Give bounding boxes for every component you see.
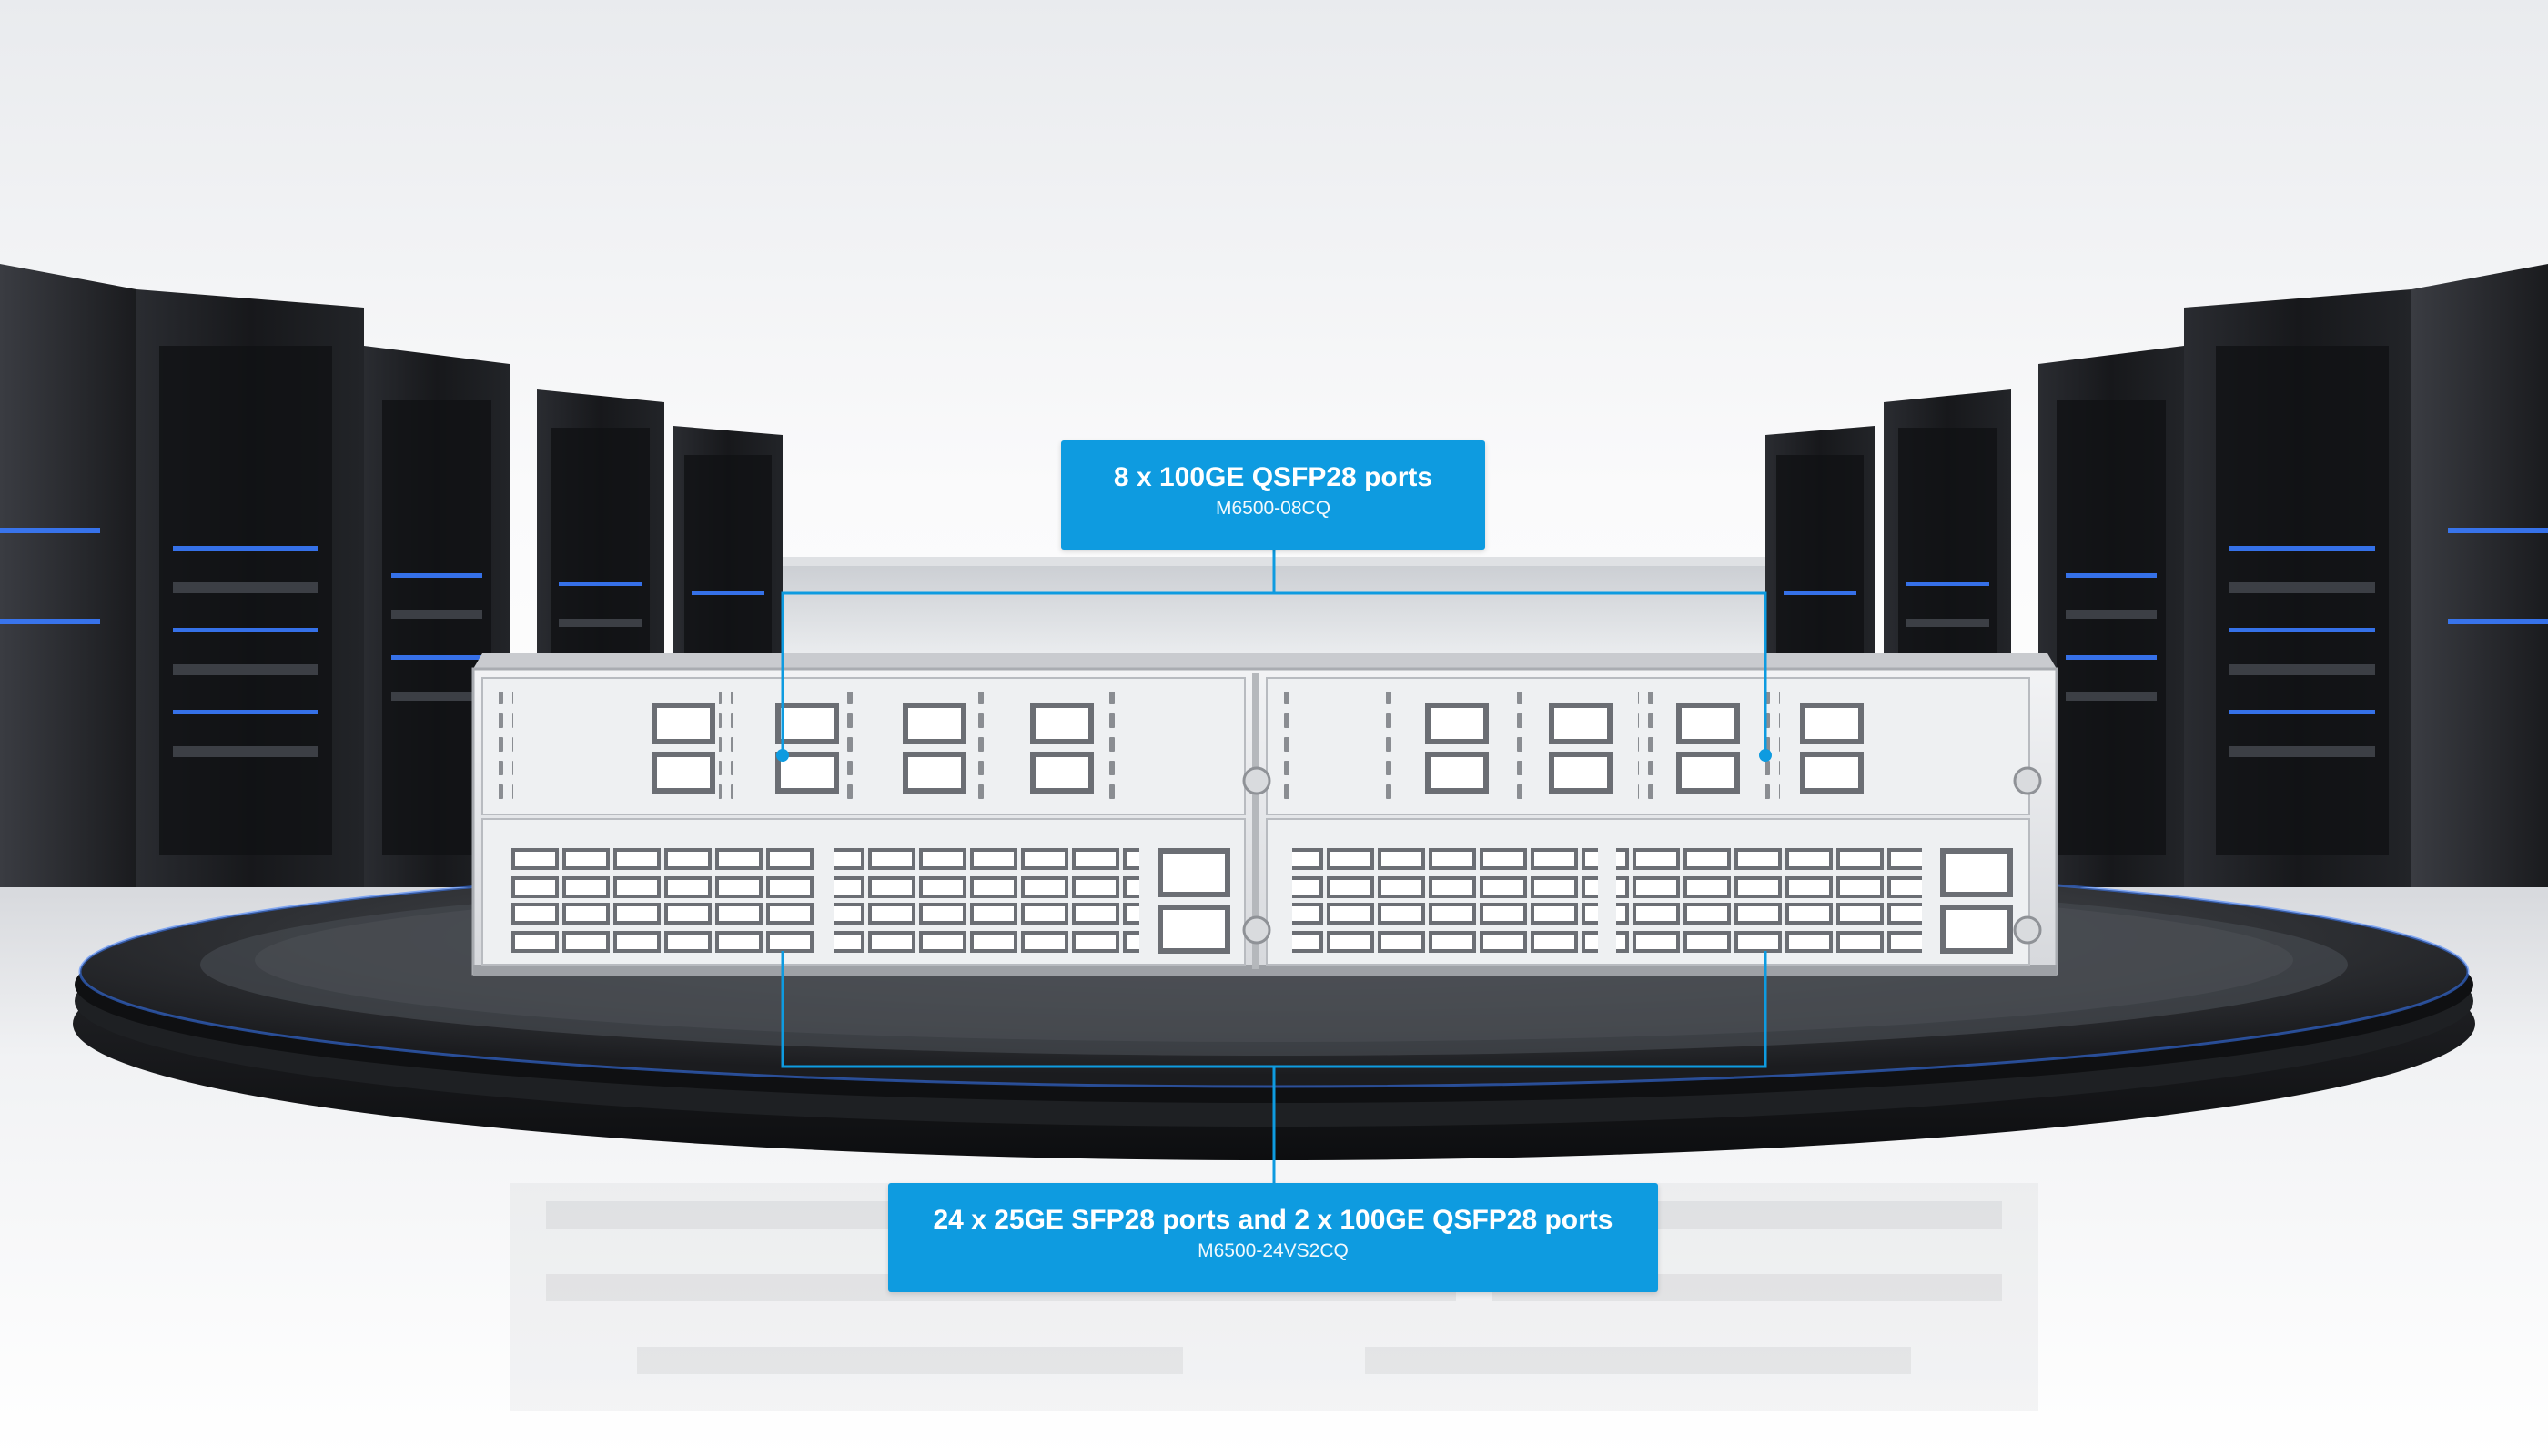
- port-callout-dots: [776, 749, 1772, 762]
- qsfp28-port-opening: [1946, 854, 2007, 892]
- qsfp28-port-opening: [1036, 757, 1088, 788]
- qsfp28-port-opening: [1036, 708, 1088, 739]
- module-top-right: [1266, 677, 2030, 815]
- qsfp28-ports-top: [652, 703, 1864, 794]
- qsfp28-port-opening: [657, 757, 710, 788]
- qsfp28-port-opening: [1805, 708, 1858, 739]
- qsfp28-port-opening: [1431, 708, 1483, 739]
- callout-bottom-title: 24 x 25GE SFP28 ports and 2 x 100GE QSFP…: [933, 1205, 1613, 1235]
- qsfp28-port-opening: [1946, 910, 2007, 948]
- qsfp28-port-opening: [1163, 910, 1225, 948]
- callout-bottom-model: M6500-24VS2CQ: [1198, 1240, 1349, 1261]
- qsfp28-port-opening: [1554, 708, 1607, 739]
- qsfp28-port-opening: [908, 708, 961, 739]
- qsfp28-port-opening: [781, 757, 834, 788]
- callout-top-title: 8 x 100GE QSFP28 ports: [1113, 462, 1433, 492]
- qsfp28-port-opening: [1682, 757, 1734, 788]
- qsfp28-port-opening: [657, 708, 710, 739]
- callout-top-model: M6500-08CQ: [1215, 498, 1331, 519]
- qsfp28-ports-bottom: [1158, 848, 2013, 954]
- qsfp28-port-opening: [1805, 757, 1858, 788]
- qsfp28-port-opening: [1163, 854, 1225, 892]
- qsfp28-port-opening: [1554, 757, 1607, 788]
- module-top-left: [481, 677, 1246, 815]
- qsfp28-port-opening: [1682, 708, 1734, 739]
- qsfp28-port-opening: [1431, 757, 1483, 788]
- callout-qsfp28-module: 8 x 100GE QSFP28 ports M6500-08CQ: [1061, 440, 1485, 550]
- callout-sfp28-module: 24 x 25GE SFP28 ports and 2 x 100GE QSFP…: [888, 1183, 1658, 1292]
- qsfp28-port-opening: [908, 757, 961, 788]
- module-bottom-left: [481, 818, 1246, 966]
- module-bottom-right: [1266, 818, 2030, 966]
- callout-connectors: [781, 550, 1767, 1183]
- qsfp28-port-opening: [781, 708, 834, 739]
